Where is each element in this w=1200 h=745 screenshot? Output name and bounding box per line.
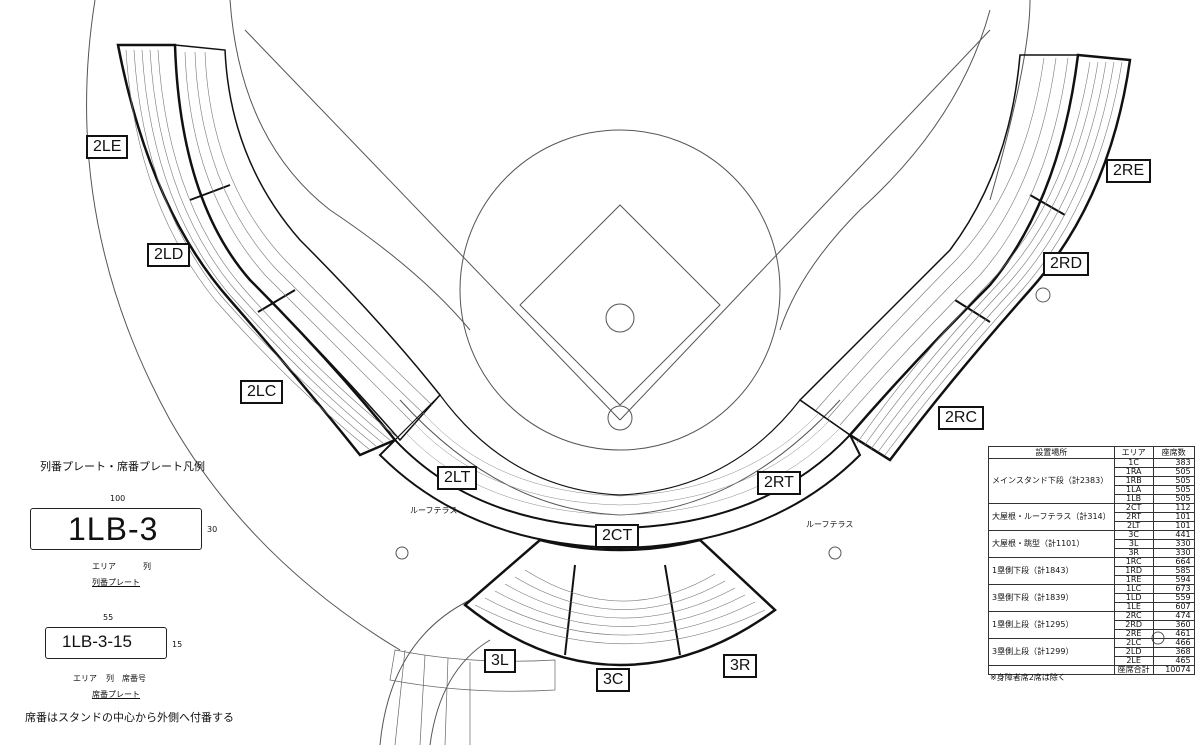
field-fence-right <box>779 9 991 331</box>
marker-circle <box>828 546 842 560</box>
legend-title: 列番プレート・席番プレート凡例 <box>40 460 205 473</box>
table-total-row: 座席合計 10074 <box>988 665 1195 675</box>
outer-boundary-right <box>989 0 1031 201</box>
infield-dirt-edge <box>399 399 841 516</box>
location-cell: メインスタンド下段（計2383） <box>988 458 1115 504</box>
location-cell: 3塁側下段（計1839） <box>988 584 1115 612</box>
seat-plate-part-row: 列 <box>106 674 114 683</box>
roof-terrace-label-right: ルーフテラス <box>806 520 854 529</box>
field-fence <box>229 0 471 331</box>
section-label-2lt: 2LT <box>437 466 478 490</box>
seat-plate-caption: 席番プレート <box>92 690 140 699</box>
seat-plate-text: 1LB-3-15 <box>62 632 132 651</box>
section-label-3r: 3R <box>723 654 758 678</box>
table-header-row: 設置場所 エリア 座席数 <box>988 446 1195 459</box>
stand-3-fan <box>463 538 777 667</box>
section-label-2le: 2LE <box>86 135 129 159</box>
section-label-2ct: 2CT <box>595 524 640 548</box>
location-cell: 1塁側上段（計1295） <box>988 611 1115 639</box>
row-plate-part-row: 列 <box>143 562 151 571</box>
location-cell: 1塁側下段（計1843） <box>988 557 1115 585</box>
section-label-2rd: 2RD <box>1043 252 1090 276</box>
footnote: 席番はスタンドの中心から外側へ付番する <box>25 711 234 724</box>
diamond <box>519 204 721 406</box>
stand-center-inner <box>394 394 851 529</box>
seat-plate-width-dim: 55 <box>103 613 114 622</box>
roof-terrace-label-left: ルーフテラス <box>410 506 458 515</box>
section-label-2re: 2RE <box>1106 159 1152 183</box>
total-value: 10074 <box>1152 665 1195 675</box>
seat-plate-part-area: エリア <box>73 674 97 683</box>
pitcher-mound <box>605 303 635 333</box>
header-area: エリア <box>1113 446 1154 459</box>
section-divider <box>1029 194 1066 216</box>
stand-right-inner <box>798 54 1079 437</box>
location-cell: 大屋根・跳型（計1101） <box>988 530 1115 558</box>
section-label-2rc: 2RC <box>938 406 985 430</box>
section-divider <box>664 564 681 656</box>
row-plate-height-dim: 30 <box>207 525 218 534</box>
location-cell: 大屋根・ルーフテラス（計314） <box>988 503 1115 531</box>
section-label-3c: 3C <box>596 668 631 692</box>
section-divider <box>954 299 991 323</box>
row-plate <box>30 508 202 550</box>
seat-plate <box>45 627 167 659</box>
row-plate-part-area: エリア <box>92 562 116 571</box>
home-plate-circle <box>607 405 633 431</box>
stand-3l-curve <box>379 599 491 745</box>
header-location: 設置場所 <box>988 446 1115 459</box>
section-divider <box>189 184 231 201</box>
section-label-2rt: 2RT <box>757 471 801 495</box>
location-cell: 3塁側上段（計1299） <box>988 638 1115 666</box>
infield-circle <box>459 129 781 451</box>
seat-plate-part-seat: 席番号 <box>122 674 146 683</box>
section-divider <box>257 289 296 313</box>
total-label: 座席合計 <box>1113 665 1154 675</box>
section-divider <box>564 564 576 656</box>
section-label-2ld: 2LD <box>147 243 191 267</box>
marker-circle <box>1035 287 1051 303</box>
header-seats: 座席数 <box>1152 446 1195 459</box>
section-label-3l: 3L <box>484 649 516 673</box>
row-plate-caption: 列番プレート <box>92 578 140 587</box>
marker-circle <box>395 546 409 560</box>
row-plate-text: 1LB-3 <box>68 511 159 547</box>
section-label-2lc: 2LC <box>240 380 284 404</box>
table-note: ※身障者席2席は除く <box>990 673 1066 682</box>
stand-left-inner <box>174 44 441 442</box>
row-plate-width-dim: 100 <box>110 494 126 503</box>
foul-line-left <box>244 29 621 421</box>
seat-plate-height-dim: 15 <box>172 640 183 649</box>
outer-boundary-left <box>86 0 401 651</box>
foul-line-right <box>619 29 991 421</box>
